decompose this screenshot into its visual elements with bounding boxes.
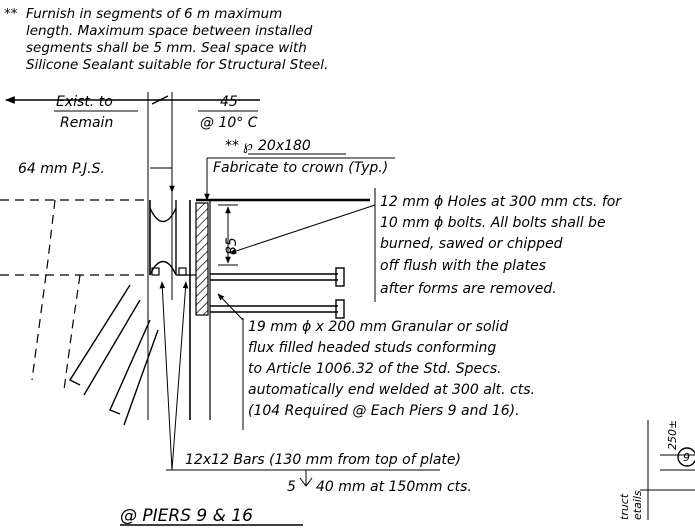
holes-line-3: burned, sawed or chipped [380, 236, 563, 252]
holes-line-5: after forms are removed. [380, 281, 557, 297]
holes-line-4: off flush with the plates [380, 258, 546, 274]
weld-spacing: 40 mm at 150mm cts. [316, 479, 472, 495]
studs-line-4: automatically end welded at 300 alt. cts… [248, 382, 535, 398]
holes-line-2: 10 mm ϕ bolts. All bolts shall be [380, 215, 606, 231]
edge-fragment [640, 420, 695, 520]
joint-geometry [0, 198, 370, 426]
bars-label: 12x12 Bars (130 mm from top of plate) [185, 452, 461, 468]
dim-exist-top: Exist. to [56, 94, 113, 110]
edge-text-1: truct [618, 493, 631, 520]
headed-studs [210, 267, 345, 319]
studs-line-2: flux filled headed studs conforming [248, 340, 496, 356]
weld-size: 5 [287, 479, 296, 495]
note-line-1: Furnish in segments of 6 m maximum [26, 6, 282, 22]
plate-depth-dim [218, 204, 238, 266]
edge-text-2: etails [631, 490, 644, 520]
edge-bubble: 9 [683, 451, 690, 464]
studs-line-5: (104 Required @ Each Piers 9 and 16). [248, 403, 520, 419]
plate-marker: ** [225, 138, 239, 154]
note-line-3: segments shall be 5 mm. Seal space with [26, 40, 307, 56]
holes-line-1: 12 mm ϕ Holes at 300 mm cts. for [380, 194, 622, 210]
steel-plate [195, 202, 209, 316]
general-note: ** Furnish in segments of 6 m maximum le… [4, 6, 328, 73]
top-dimensions [5, 92, 260, 420]
edge-dimension: 250± [666, 420, 679, 450]
plate-size: 20x180 [258, 138, 311, 154]
studs-note: 19 mm ϕ x 200 mm Granular or solid flux … [217, 293, 535, 430]
note-marker: ** [4, 6, 18, 22]
bars-callout [159, 281, 440, 487]
dim-gap-temp: @ 10° C [200, 115, 258, 131]
detail-title: @ PIERS 9 & 16 [120, 506, 253, 526]
dim-exist-bottom: Remain [60, 115, 113, 131]
plate-symbol: ℘ [243, 138, 253, 154]
dim-gap-value: 45 [220, 94, 238, 110]
note-line-2: length. Maximum space between installed [26, 23, 313, 39]
pjs-label: 64 mm P.J.S. [18, 161, 105, 177]
note-line-4: Silicone Sealant suitable for Structural… [26, 57, 328, 73]
holes-note: 12 mm ϕ Holes at 300 mm cts. for 10 mm ϕ… [229, 188, 622, 302]
studs-line-3: to Article 1006.32 of the Std. Specs. [248, 361, 502, 377]
fabricate-note: Fabricate to crown (Typ.) [213, 160, 388, 176]
studs-line-1: 19 mm ϕ x 200 mm Granular or solid [248, 319, 508, 335]
